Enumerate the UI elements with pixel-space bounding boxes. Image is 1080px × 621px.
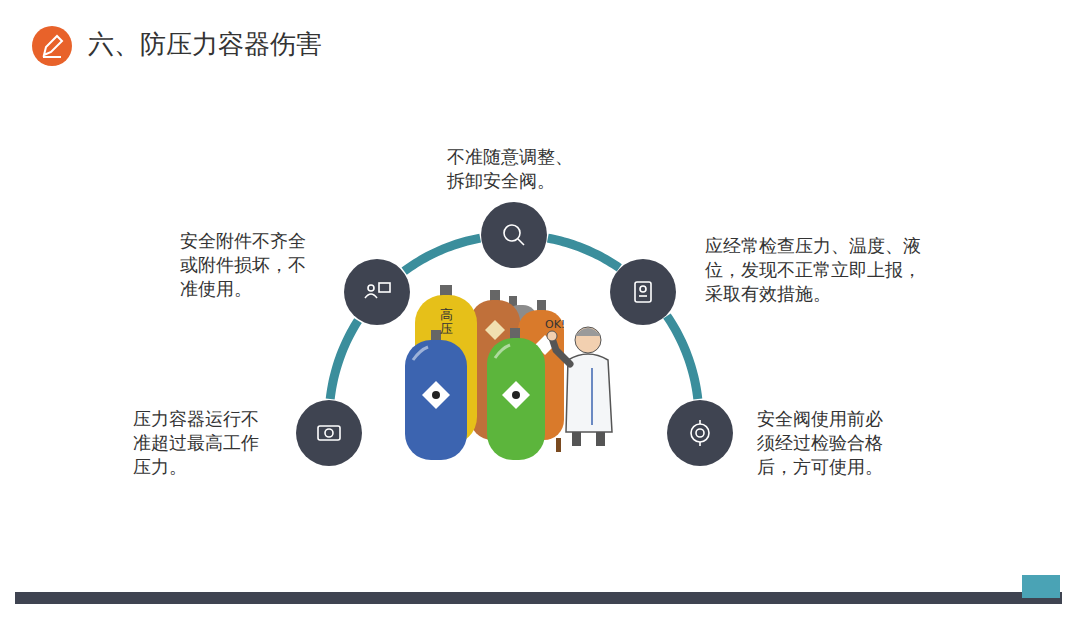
worker-figure [552,338,570,364]
node-caption: 压力容器运行不准超过最高工作压力。 [133,407,266,479]
circle-shape [609,258,677,326]
gas-cylinders [502,381,530,409]
arc-connector [404,238,480,271]
node-caption: 安全阀使用前必须经过检验合格后，方可使用。 [757,407,890,479]
illustration-label: OK! [545,318,565,331]
node-caption: 不准随意调整、拆卸安全阀。 [447,145,580,193]
icon-circle-node: 压力容器运行不准超过最高工作压力。 [295,399,363,467]
arc-connector [667,316,698,399]
gas-cylinders [485,320,505,340]
worker-figure [596,432,605,446]
worker-figure [575,327,601,353]
icon-circle-node: 不准随意调整、拆卸安全阀。 [480,201,548,269]
bottom-bar [15,575,1062,604]
circle-fill [344,259,410,325]
worker-figure [575,328,601,336]
circle-fill [610,259,676,325]
gas-cylinders [432,391,440,399]
title-icon [43,56,61,58]
gas-cylinders [405,285,564,460]
circle-icon [504,225,524,245]
worker-figure [591,368,593,425]
gas-cylinders [495,345,510,358]
icon-circle-node: 应经常检查压力、温度、液位，发现不正常立即上报，采取有效措施。 [609,258,677,326]
gas-cylinders [487,338,545,460]
circle-icon [635,282,651,302]
circle-icon [365,283,390,298]
title-icon [44,36,62,55]
circle-icon [691,420,709,446]
gas-cylinders [556,438,561,452]
arc-connector [330,321,358,399]
icon-circle-node: 安全附件不齐全或附件损坏，不准使用。 [343,258,411,326]
circle-shape [480,201,548,269]
circle-icon [318,426,340,440]
circle-fill [481,202,547,268]
arc-connector [548,238,619,268]
worker-figure [572,432,581,446]
circle-fill [296,400,362,466]
circle-fill [667,400,733,466]
worker-figure [547,327,612,446]
illustration-label: 高压 [440,308,453,337]
gas-cylinders [512,391,520,399]
icon-circle-node: 安全阀使用前必须经过检验合格后，方可使用。 [666,399,734,467]
gas-cylinders [422,381,450,409]
bottom-bar [1022,575,1060,598]
worker-figure [547,331,557,341]
gas-cylinders [413,347,428,360]
bottom-bar [15,592,1062,604]
node-caption: 应经常检查压力、温度、液位，发现不正常立即上报，采取有效措施。 [705,234,928,306]
title-icon [32,26,72,66]
gas-cylinders [405,340,467,460]
circle-shape [343,258,411,326]
node-caption: 安全附件不齐全或附件损坏，不准使用。 [180,229,313,301]
title-icon [32,26,72,66]
slide-title: 六、防压力容器伤害 [88,27,322,61]
circle-shape [666,399,734,467]
circle-shape [295,399,363,467]
